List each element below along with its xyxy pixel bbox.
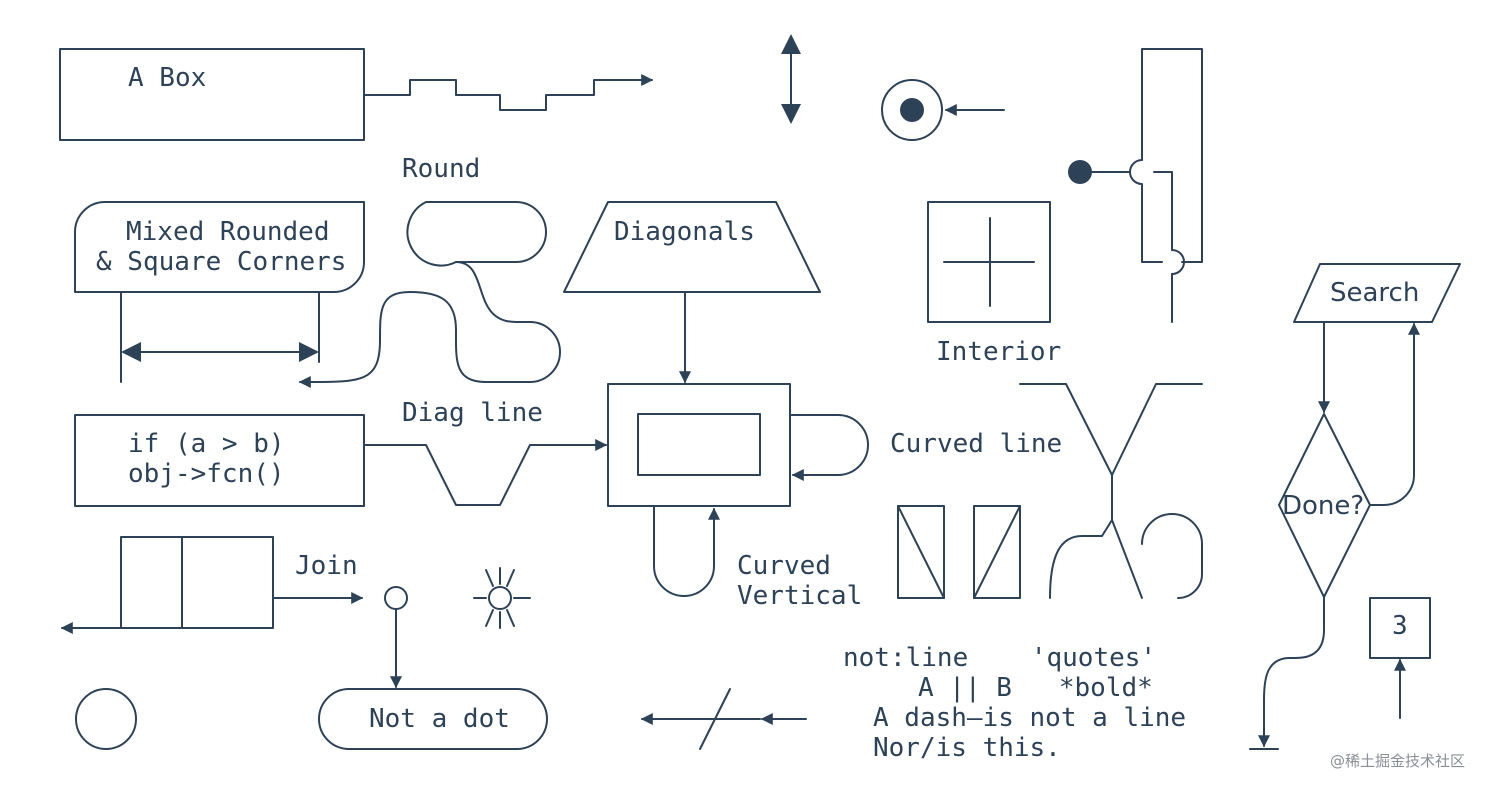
curved-vertical-label-1: Curved	[737, 551, 831, 581]
center-inner-box	[637, 413, 761, 476]
text-line-2: A || B *bold*	[918, 673, 1153, 703]
not-a-dot-label: Not a dot	[369, 704, 510, 734]
center-outer-box	[607, 383, 791, 507]
not-a-dot-pill	[318, 688, 548, 750]
a-box	[59, 48, 365, 141]
bullseye-dot	[900, 98, 924, 122]
dimension-right-arrow	[299, 342, 319, 362]
join-label: Join	[295, 551, 358, 581]
stepped-arrow	[363, 74, 654, 111]
code-box	[74, 414, 365, 507]
round-serpentine	[298, 261, 561, 389]
number-box-label: 3	[1392, 611, 1408, 641]
diagonals-label: Diagonals	[614, 217, 755, 247]
done-no-arrow	[1258, 596, 1325, 748]
arrow-down-head	[781, 104, 801, 124]
watermark: @稀土掘金技术社区	[1330, 752, 1465, 770]
search-label: Search	[1330, 278, 1419, 308]
tall-box-bottom-left	[1141, 184, 1163, 263]
round-loop	[406, 201, 547, 267]
done-yes-arrow	[1369, 322, 1420, 506]
diag-box-right-slash	[973, 505, 1021, 599]
diag-box-right	[973, 505, 1021, 599]
sunburst-icon	[473, 567, 531, 629]
junction-line-b	[1153, 171, 1173, 251]
search-parallelogram	[1293, 263, 1461, 323]
interior-label: Interior	[936, 337, 1061, 367]
mixed-label-2: & Square Corners	[96, 247, 346, 277]
code-line-2: obj->fcn()	[128, 459, 285, 489]
fork-right	[1111, 383, 1203, 476]
done-label: Done?	[1282, 491, 1364, 521]
text-line-4: Nor/is this.	[873, 733, 1061, 763]
diagonals-trapezoid	[563, 201, 821, 293]
text-line-3: A dash—is not a line	[873, 703, 1186, 733]
a-box-label: A Box	[128, 63, 206, 93]
mixed-label-1: Mixed Rounded	[126, 217, 330, 247]
dimension-left-arrow	[121, 342, 141, 362]
arrow-up-head	[781, 34, 801, 54]
stem-diag	[1111, 519, 1143, 599]
diag-line-label: Diag line	[402, 398, 543, 428]
join-box	[120, 536, 274, 629]
slash-mark	[699, 688, 731, 750]
curve-right	[1141, 513, 1203, 599]
curved-line-label: Curved line	[890, 429, 1062, 459]
bullseye-outer	[881, 79, 943, 141]
diag-box-left	[897, 505, 945, 599]
diag-box-left-slash	[897, 505, 945, 599]
curve-left	[1049, 519, 1113, 599]
fork-left	[1019, 383, 1113, 476]
hop-bottom	[1171, 249, 1185, 275]
diag-line-path	[363, 439, 608, 506]
number-box	[1369, 597, 1431, 659]
curved-vertical-label-2: Vertical	[737, 581, 862, 611]
round-label: Round	[402, 154, 480, 184]
text-line-1: not:line 'quotes'	[843, 643, 1156, 673]
code-line-1: if (a > b)	[128, 429, 285, 459]
hop-left	[1129, 159, 1143, 185]
tall-box	[1141, 48, 1203, 263]
self-loop-bottom	[653, 505, 720, 597]
big-circle	[75, 688, 137, 750]
interior-box	[927, 201, 1051, 323]
self-loop-right	[789, 414, 869, 481]
small-circle	[384, 586, 408, 610]
mixed-corners-box	[74, 201, 365, 293]
